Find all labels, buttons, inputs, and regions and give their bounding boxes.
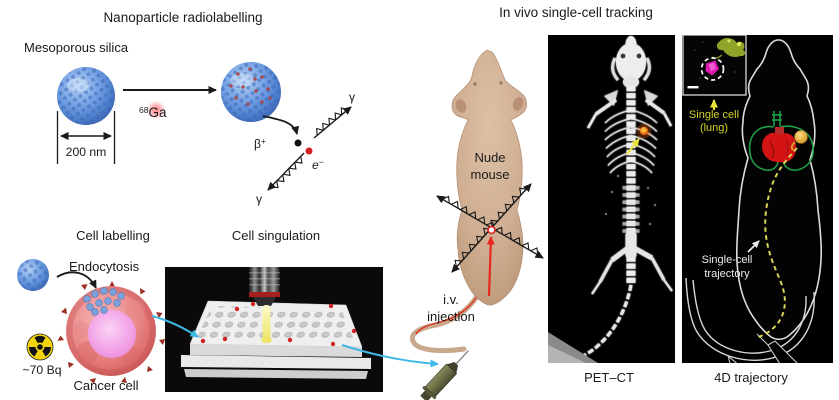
size-dimension bbox=[56, 111, 116, 164]
cell-spikes bbox=[57, 281, 165, 384]
label-electron: e− bbox=[312, 157, 324, 172]
nude-mouse-illustration bbox=[410, 49, 527, 354]
well-plate bbox=[181, 300, 371, 379]
positron-emission-arrow bbox=[262, 115, 300, 135]
label-trajectory-2: trajectory bbox=[704, 268, 750, 280]
cyan-arrow-to-plate bbox=[151, 315, 199, 338]
label-mesoporous-silica: Mesoporous silica bbox=[24, 40, 129, 55]
cancer-cell-illustration bbox=[57, 281, 165, 384]
electron-dot bbox=[305, 147, 313, 155]
trajectory-arrow bbox=[747, 240, 760, 253]
isotope-glow bbox=[146, 100, 166, 120]
syringe-icon bbox=[420, 350, 470, 400]
label-activity: ~70 Bq bbox=[23, 363, 62, 377]
label-cancer-cell: Cancer cell bbox=[73, 378, 138, 393]
radioactive-icon bbox=[26, 333, 54, 361]
label-beta: β+ bbox=[254, 136, 266, 151]
nanoparticle-icon-small bbox=[17, 259, 49, 291]
decay-diagram: β+ e− γ γ bbox=[254, 90, 356, 206]
label-iv-injection: i.v. bbox=[443, 292, 459, 307]
caption-4d-trajectory: 4D trajectory bbox=[714, 370, 788, 385]
gamma-arrow-upper bbox=[313, 106, 352, 139]
dispenser-nozzle bbox=[249, 267, 280, 306]
label-iv-injection-2: injection bbox=[427, 309, 475, 324]
section-title-cell-labelling: Cell labelling bbox=[76, 228, 150, 243]
nanoparticle-sphere bbox=[57, 67, 115, 125]
label-single-cell-2: (lung) bbox=[700, 122, 728, 134]
label-single-cell: Single cell bbox=[689, 109, 739, 121]
nanoparticle-cluster bbox=[83, 287, 125, 316]
section-title-radiolabelling: Nanoparticle radiolabelling bbox=[103, 10, 262, 25]
petct-panel bbox=[548, 35, 675, 363]
mouse-ear-left bbox=[455, 99, 467, 113]
label-nude-mouse: Nude bbox=[474, 150, 505, 165]
well-dots bbox=[200, 301, 357, 347]
label-size: 200 nm bbox=[66, 145, 107, 159]
pet-flecks bbox=[605, 175, 656, 225]
mouse-skeleton bbox=[571, 36, 673, 363]
trajectory-path bbox=[755, 147, 798, 339]
cyan-arrow-to-syringe bbox=[341, 344, 439, 368]
label-gamma-upper: γ bbox=[349, 90, 356, 104]
mouse-eye-right bbox=[499, 81, 503, 85]
label-endocytosis: Endocytosis bbox=[69, 259, 140, 274]
injection-point bbox=[487, 225, 496, 235]
mouse-eye-left bbox=[473, 82, 477, 86]
lungs-outline bbox=[748, 111, 814, 171]
section-title-cell-singulation: Cell singulation bbox=[232, 228, 320, 243]
label-nude-mouse-2: mouse bbox=[470, 167, 509, 182]
label-trajectory: Single-cell bbox=[702, 254, 753, 266]
caption-petct: PET–CT bbox=[584, 370, 634, 385]
labelled-nanoparticle-sphere bbox=[221, 62, 281, 122]
positron-dot bbox=[294, 139, 302, 147]
gamma-arrow-lower bbox=[267, 152, 305, 191]
nucleus bbox=[88, 310, 136, 358]
heart bbox=[762, 127, 797, 163]
section-title-tracking: In vivo single-cell tracking bbox=[499, 5, 653, 20]
cell-marker bbox=[790, 130, 808, 151]
isotope-dots bbox=[229, 67, 272, 106]
single-cell-circle bbox=[700, 57, 725, 81]
iv-arrow bbox=[486, 236, 495, 297]
mouse-tail-outline bbox=[685, 277, 815, 361]
scale-bar bbox=[687, 86, 699, 89]
pet-hotspot bbox=[636, 123, 652, 139]
hotspot-arrow bbox=[626, 138, 640, 155]
liquid-stream bbox=[261, 305, 272, 344]
singulation-panel bbox=[165, 267, 383, 392]
mouse-ear-right bbox=[512, 97, 524, 111]
scanner-bed bbox=[548, 332, 598, 363]
label-isotope: 68Ga bbox=[139, 105, 167, 120]
label-gamma-lower: γ bbox=[256, 192, 263, 206]
mouse-outline bbox=[735, 39, 823, 341]
endocytosis-arrow bbox=[56, 271, 97, 289]
inset-micrograph bbox=[682, 35, 747, 96]
trajectory-panel: Single-cell trajectory Single cell (lung… bbox=[682, 35, 833, 363]
